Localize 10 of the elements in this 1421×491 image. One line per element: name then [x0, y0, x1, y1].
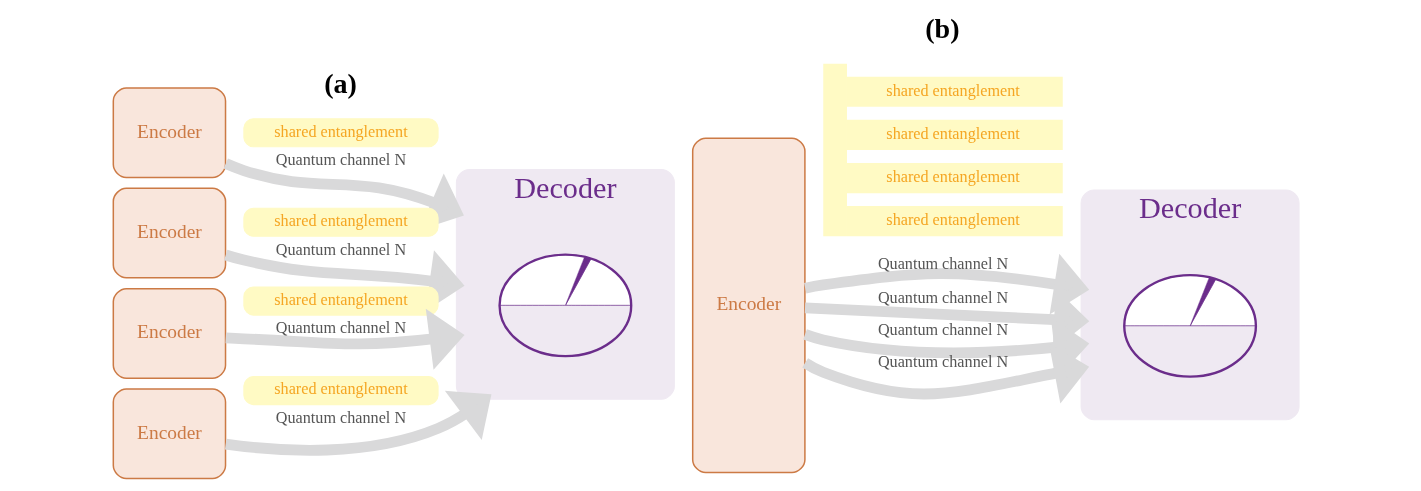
edge-label: Quantum channel N [275, 240, 407, 258]
edge-label: Quantum channel N [877, 254, 1009, 272]
edge-label: Quantum channel N [877, 352, 1009, 370]
edge-label: Quantum channel N [877, 289, 1009, 307]
edge-label: Quantum channel N [275, 408, 407, 426]
label: (a) [324, 68, 357, 100]
label: (b) [925, 13, 960, 45]
edge-label: Quantum channel N [877, 320, 1009, 338]
edge-label: Quantum channel N [275, 319, 407, 337]
edge-label: Quantum channel N [275, 151, 407, 169]
